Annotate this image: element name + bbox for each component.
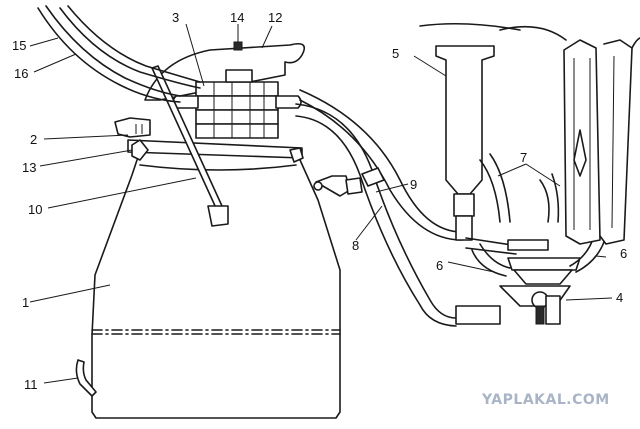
teat-cups <box>479 25 640 245</box>
callout-16: 16 <box>14 66 28 81</box>
callout-14: 14 <box>230 10 244 25</box>
callout-10: 10 <box>28 202 42 217</box>
callout-4: 4 <box>616 290 623 305</box>
callout-1: 1 <box>22 295 29 310</box>
callout-11: 11 <box>24 377 38 392</box>
watermark: YAPLAKAL.COM <box>481 392 610 408</box>
callout-15: 15 <box>12 38 26 53</box>
callout-12: 12 <box>268 10 282 25</box>
callout-13: 13 <box>22 160 36 175</box>
callout-6-left: 6 <box>436 258 443 273</box>
milk-hose <box>295 103 457 327</box>
pulsator <box>144 41 306 139</box>
leader-lines <box>29 23 613 384</box>
callout-7: 7 <box>520 150 527 165</box>
can-lid <box>114 117 304 163</box>
callout-labels: 1 2 3 4 5 6 6 7 8 9 10 11 12 13 14 15 16 <box>12 10 627 392</box>
callout-8: 8 <box>352 238 359 253</box>
milk-meter <box>419 22 521 241</box>
callout-2: 2 <box>30 132 37 147</box>
air-hoses <box>37 5 201 103</box>
valve <box>313 175 363 197</box>
vacuum-hose <box>299 89 463 241</box>
collector <box>455 257 581 325</box>
callout-9: 9 <box>410 177 417 192</box>
milk-can <box>91 159 341 419</box>
callout-5: 5 <box>392 46 399 61</box>
callout-6-right: 6 <box>620 246 627 261</box>
callout-3: 3 <box>172 10 179 25</box>
can-handle <box>75 359 97 397</box>
